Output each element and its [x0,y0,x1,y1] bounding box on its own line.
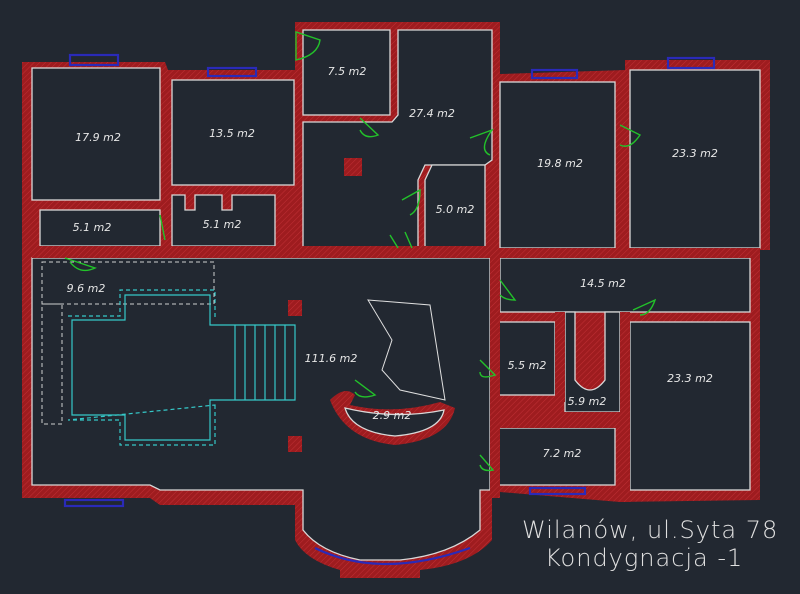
room-label: 27.4 m2 [409,107,455,120]
room-label: 23.3 m2 [667,372,713,385]
room-13-5[interactable] [171,79,295,186]
room-111-6[interactable] [31,257,491,561]
room-27-4[interactable] [302,29,493,249]
room-label: 5.5 m2 [508,359,547,372]
room-label: 19.8 m2 [537,157,583,170]
room-label: 5.9 m2 [568,395,607,408]
room-17-9[interactable] [31,67,161,201]
room-23-3-top[interactable] [629,69,761,249]
staircase [67,289,296,446]
room-label: 2.9 m2 [373,409,412,422]
room-label: 23.3 m2 [672,147,718,160]
rooms [31,29,761,561]
room-label: 7.2 m2 [543,447,582,460]
room-label: 5.1 m2 [203,218,242,231]
room-9-6-outline [41,261,215,305]
room-labels: 17.9 m2 13.5 m2 7.5 m2 27.4 m2 19.8 m2 2… [67,65,718,460]
room-label: 13.5 m2 [209,127,255,140]
room-label: 9.6 m2 [67,282,106,295]
room-label: 5.0 m2 [436,203,475,216]
room-label: 7.5 m2 [328,65,367,78]
room-label: 14.5 m2 [580,277,626,290]
room-7-5[interactable] [302,29,391,116]
room-label: 17.9 m2 [75,131,121,144]
room-23-3-bottom[interactable] [629,321,751,491]
room-label: 5.1 m2 [73,221,112,234]
room-19-8[interactable] [499,81,616,249]
title-level: Kondygnacja -1 [545,544,743,572]
room-label: 111.6 m2 [305,352,358,365]
doors [64,31,657,472]
title-address: Wilanów, ul.Syta 78 [522,516,778,544]
room-5-1-left[interactable] [39,209,161,247]
interior-walls [32,158,760,502]
windows [63,53,716,566]
room-7-2[interactable] [496,427,616,486]
